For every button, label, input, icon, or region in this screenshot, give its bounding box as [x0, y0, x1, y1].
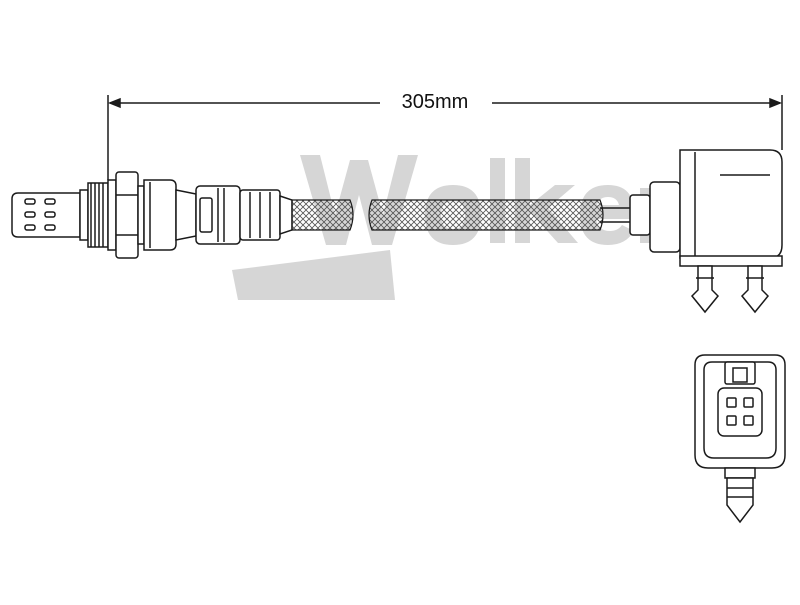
hex-nut	[115, 171, 145, 259]
braided-cable	[291, 199, 640, 231]
dimension-label: 305mm	[380, 90, 490, 114]
sensor-body	[143, 179, 293, 251]
connector-face	[694, 354, 786, 524]
threaded-section	[87, 179, 117, 251]
dimension-line	[107, 95, 783, 180]
connector-side	[629, 149, 783, 314]
sensor-tip	[11, 189, 89, 241]
